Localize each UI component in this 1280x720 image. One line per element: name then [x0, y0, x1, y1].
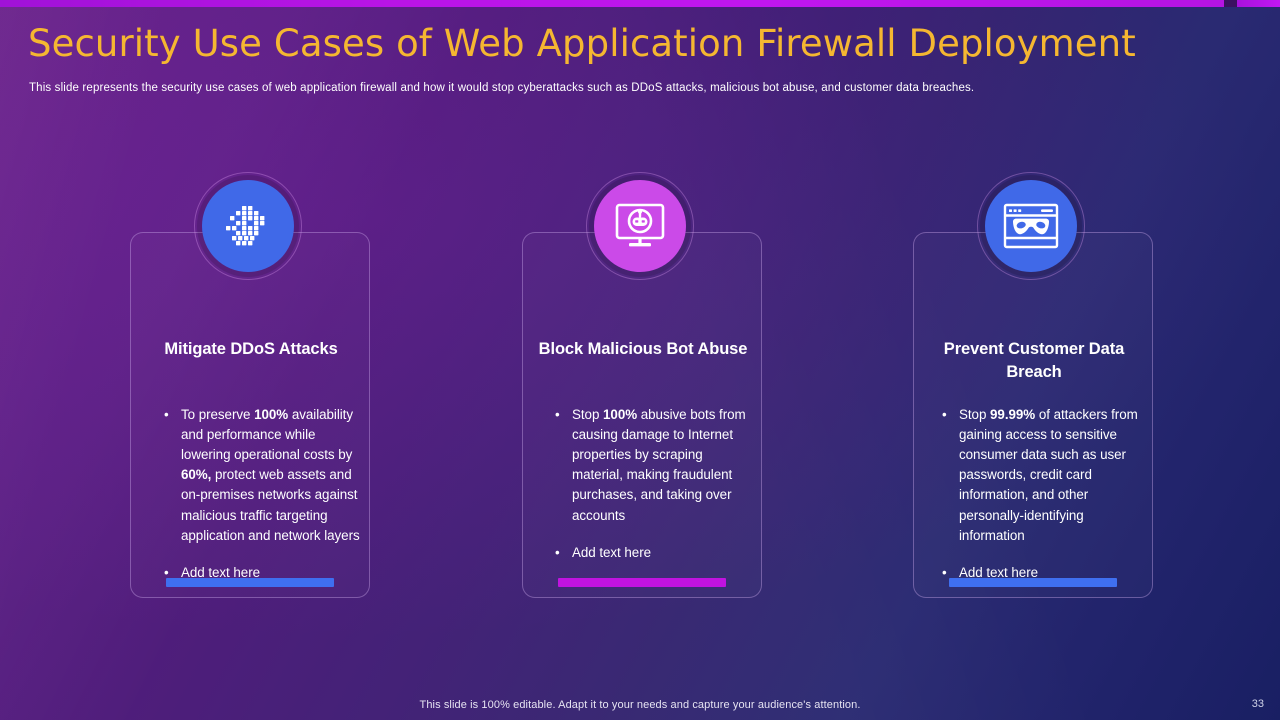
- cards-row: Mitigate DDoS Attacks • To preserve 100% …: [0, 172, 1280, 610]
- card-accent-bar: [558, 578, 726, 587]
- bullet-text: Add text here: [959, 564, 1039, 580]
- card-bullet-list: • Stop 99.99% of attackers from gaining a…: [940, 405, 1146, 600]
- page-number: 33: [1251, 698, 1264, 710]
- card-title: Prevent Customer Data Breach: [943, 340, 1125, 381]
- bullet-text: Add text here: [181, 564, 261, 580]
- bot-monitor-icon: [586, 172, 694, 280]
- bullet-marker: •: [164, 407, 169, 422]
- bullet-text: Stop: [959, 407, 991, 422]
- use-case-card-ddos[interactable]: Mitigate DDoS Attacks • To preserve 100% …: [107, 172, 389, 610]
- browser-bandit-mask-icon: [977, 172, 1085, 280]
- use-case-card-data-breach[interactable]: Prevent Customer Data Breach • Stop 99.99…: [890, 172, 1172, 610]
- bullet-emphasis: 100%: [603, 407, 638, 422]
- bullet-item: • Add text here: [553, 543, 753, 563]
- top-accent-bar-gap: [1224, 0, 1237, 7]
- bullet-text: abusive bots from causing damage to Inte…: [572, 407, 746, 523]
- use-case-card-bot-abuse[interactable]: Block Malicious Bot Abuse • Stop 100% abu…: [499, 172, 781, 610]
- card-outline: Mitigate DDoS Attacks • To preserve 100% …: [130, 232, 370, 598]
- card-bullet-list: • To preserve 100% availability and perfo…: [162, 405, 362, 600]
- bullet-text: Stop: [572, 407, 604, 422]
- bullet-marker: •: [942, 407, 947, 422]
- bullet-marker: •: [942, 564, 947, 580]
- bullet-text: of attackers from gaining access to sens…: [959, 407, 1138, 543]
- bullet-item: • To preserve 100% availability and perfo…: [162, 405, 362, 546]
- bullet-marker: •: [555, 407, 560, 422]
- bullet-item: • Add text here: [940, 563, 1146, 583]
- bullet-text: Add text here: [572, 544, 652, 560]
- bullet-emphasis: 60%,: [181, 467, 212, 483]
- top-accent-bar-right-segment: [1237, 0, 1280, 7]
- bullet-text: protect web assets and on-premises netwo…: [181, 467, 360, 543]
- bullet-emphasis: 99.99%: [990, 407, 1036, 422]
- bullet-marker: •: [164, 564, 169, 580]
- bullet-emphasis: 100%: [254, 407, 289, 422]
- bullet-text: availability and performance while lower…: [181, 407, 354, 463]
- bullet-marker: •: [555, 544, 560, 560]
- bullet-item: • Stop 99.99% of attackers from gaining a…: [940, 405, 1146, 546]
- card-outline: Prevent Customer Data Breach • Stop 99.99…: [913, 232, 1153, 598]
- footer-note: This slide is 100% editable. Adapt it to…: [419, 699, 861, 711]
- card-outline: Block Malicious Bot Abuse • Stop 100% abu…: [522, 232, 762, 598]
- page-title: Security Use Cases of Web Application Fi…: [28, 22, 1136, 65]
- bullet-item: • Stop 100% abusive bots from causing dam…: [553, 405, 753, 526]
- card-bullet-list: • Stop 100% abusive bots from causing dam…: [553, 405, 753, 580]
- bullet-text: To preserve: [181, 407, 255, 422]
- card-accent-bar: [949, 578, 1117, 587]
- card-accent-bar: [166, 578, 334, 587]
- ddos-pixel-cluster-icon: [194, 172, 302, 280]
- card-title: Block Malicious Bot Abuse: [538, 340, 748, 358]
- card-title: Mitigate DDoS Attacks: [164, 340, 338, 358]
- top-accent-bar: [0, 0, 1224, 7]
- page-subtitle: This slide represents the security use c…: [29, 82, 975, 94]
- bullet-item: • Add text here: [162, 563, 362, 583]
